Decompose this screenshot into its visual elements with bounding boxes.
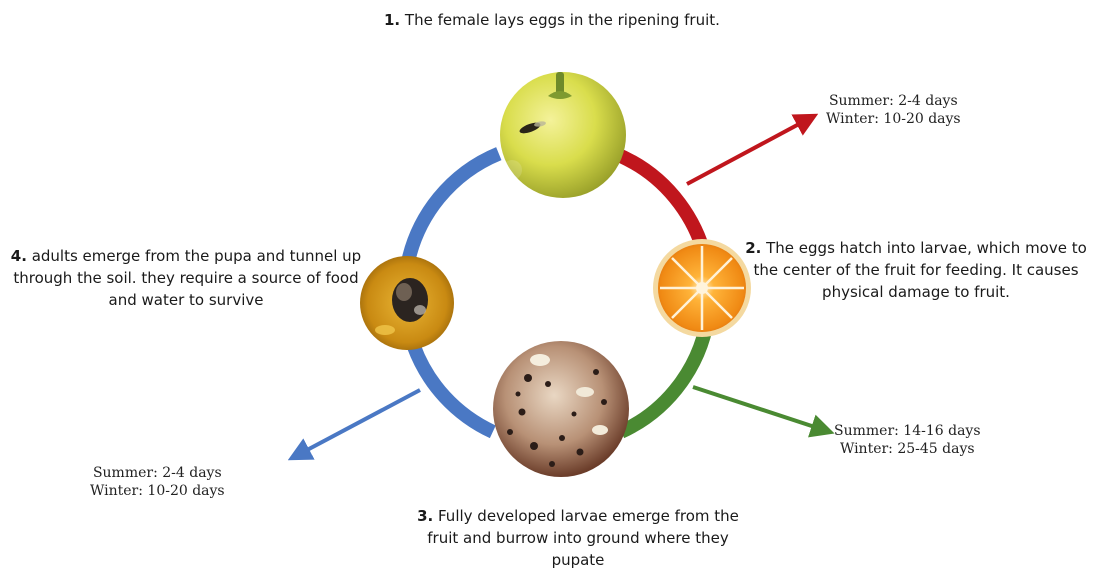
step-2-number: 2. <box>745 239 761 257</box>
larvae-duration: Summer: 14-16 days Winter: 25-45 days <box>834 422 981 458</box>
step-2-text: The eggs hatch into larvae, which move t… <box>753 239 1086 301</box>
larvae-summer-duration: Summer: 14-16 days <box>834 422 981 440</box>
larvae-in-fruit-image <box>493 341 629 477</box>
blue-arc-upper <box>407 154 499 266</box>
blue-arc-lower <box>414 346 493 432</box>
step-4-caption: 4. adults emerge from the pupa and tunne… <box>8 246 364 311</box>
step-2-caption: 2. The eggs hatch into larvae, which mov… <box>738 238 1094 303</box>
step-3-caption: 3. Fully developed larvae emerge from th… <box>408 506 748 571</box>
larvae-duration-arrow <box>693 387 830 432</box>
step-1-number: 1. <box>384 11 400 29</box>
step-4-number: 4. <box>11 247 27 265</box>
pupae-duration-arrow <box>292 390 420 458</box>
pupae-summer-duration: Summer: 2-4 days <box>90 464 225 482</box>
step-3-number: 3. <box>417 507 433 525</box>
pupae-winter-duration: Winter: 10-20 days <box>90 482 225 500</box>
step-4-text: adults emerge from the pupa and tunnel u… <box>13 247 361 309</box>
lemon-with-fly-image <box>500 72 626 198</box>
step-3-text: Fully developed larvae emerge from the f… <box>427 507 739 569</box>
step-1-text: The female lays eggs in the ripening fru… <box>405 11 720 29</box>
larvae-winter-duration: Winter: 25-45 days <box>834 440 981 458</box>
orange-slice-image <box>653 239 751 337</box>
eggs-winter-duration: Winter: 10-20 days <box>826 110 961 128</box>
fly-on-pupa-image <box>360 256 454 350</box>
eggs-duration: Summer: 2-4 days Winter: 10-20 days <box>826 92 961 128</box>
eggs-summer-duration: Summer: 2-4 days <box>826 92 961 110</box>
pupae-duration: Summer: 2-4 days Winter: 10-20 days <box>90 464 225 500</box>
eggs-duration-arrow <box>687 116 814 184</box>
step-1-caption: 1. The female lays eggs in the ripening … <box>384 10 784 32</box>
